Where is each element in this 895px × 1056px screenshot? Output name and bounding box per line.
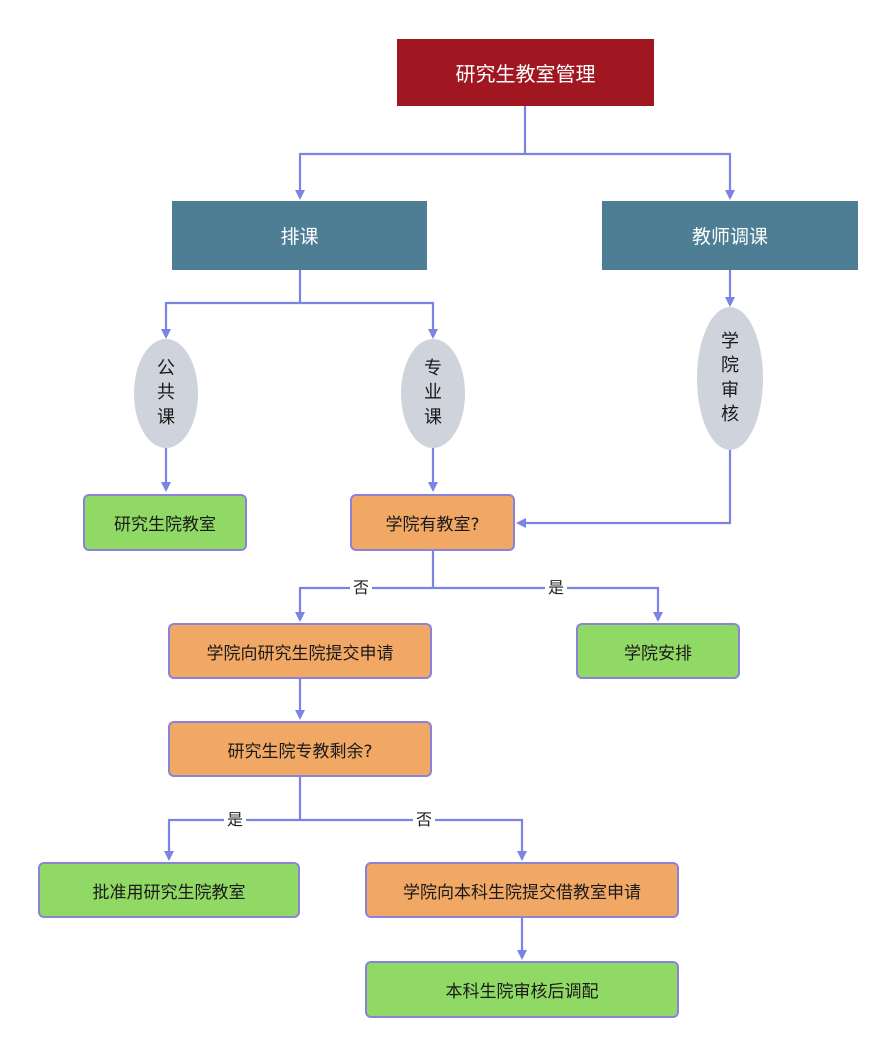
public-course-node: 公 共 课: [134, 339, 198, 448]
public-course-char: 共: [157, 382, 175, 404]
college-has-room-decision: 学院有教室?: [350, 494, 515, 551]
college-review-char: 审: [721, 379, 739, 401]
major-course-char: 课: [424, 406, 442, 428]
edge-roomsleft-no: [300, 818, 527, 861]
college-arrange-node: 学院安排: [576, 623, 740, 679]
submit-to-undergrad-label: 学院向本科生院提交借教室申请: [403, 882, 641, 903]
edge-root-to-teacher: [525, 152, 735, 200]
college-arrange-label: 学院安排: [624, 643, 692, 664]
scheduling-label: 排课: [280, 226, 319, 248]
grad-classroom-label: 研究生院教室: [114, 515, 216, 535]
submit-to-grad-node: 学院向研究生院提交申请: [168, 623, 432, 679]
submit-to-undergrad-node: 学院向本科生院提交借教室申请: [365, 862, 679, 918]
edge-roomsleft-yes: [164, 818, 300, 861]
edge-hasroom-no: [295, 586, 433, 622]
major-course-node: 专 业 课: [401, 339, 465, 448]
college-review-char: 院: [721, 355, 739, 377]
grad-rooms-left-decision: 研究生院专教剩余?: [168, 721, 432, 777]
scheduling-node: 排课: [172, 201, 427, 270]
college-review-char: 核: [721, 403, 739, 425]
edge-review-to-hasroom: [516, 450, 732, 528]
approve-grad-room-node: 批准用研究生院教室: [38, 862, 300, 918]
edge-label-rooms-left-yes: 是: [224, 811, 247, 829]
teacher-reschedule-node: 教师调课: [602, 201, 858, 270]
major-course-char: 业: [424, 382, 442, 404]
college-has-room-label: 学院有教室?: [385, 515, 480, 535]
edge-scheduling-to-public: [161, 301, 300, 339]
root-node: 研究生教室管理: [397, 39, 654, 106]
college-review-node: 学 院 审 核: [697, 307, 763, 450]
edge-root-to-scheduling: [295, 152, 525, 200]
approve-grad-room-label: 批准用研究生院教室: [92, 882, 246, 903]
root-label: 研究生教室管理: [455, 62, 596, 86]
public-course-char: 公: [157, 358, 175, 380]
major-course-char: 专: [424, 358, 442, 380]
grad-classroom-node: 研究生院教室: [83, 494, 247, 551]
edge-scheduling-to-major: [300, 301, 438, 339]
edge-label-rooms-left-no: 否: [413, 811, 436, 829]
teacher-reschedule-label: 教师调课: [691, 226, 768, 248]
college-review-char: 学: [721, 330, 739, 352]
edge-label-has-room-no: 否: [350, 579, 373, 597]
submit-to-grad-label: 学院向研究生院提交申请: [206, 643, 394, 664]
grad-rooms-left-label: 研究生院专教剩余?: [227, 741, 373, 762]
undergrad-review-label: 本科生院审核后调配: [445, 982, 599, 1002]
edge-hasroom-yes: [433, 586, 663, 622]
undergrad-review-node: 本科生院审核后调配: [365, 961, 679, 1018]
public-course-char: 课: [157, 406, 175, 428]
edge-label-has-room-yes: 是: [545, 579, 568, 597]
